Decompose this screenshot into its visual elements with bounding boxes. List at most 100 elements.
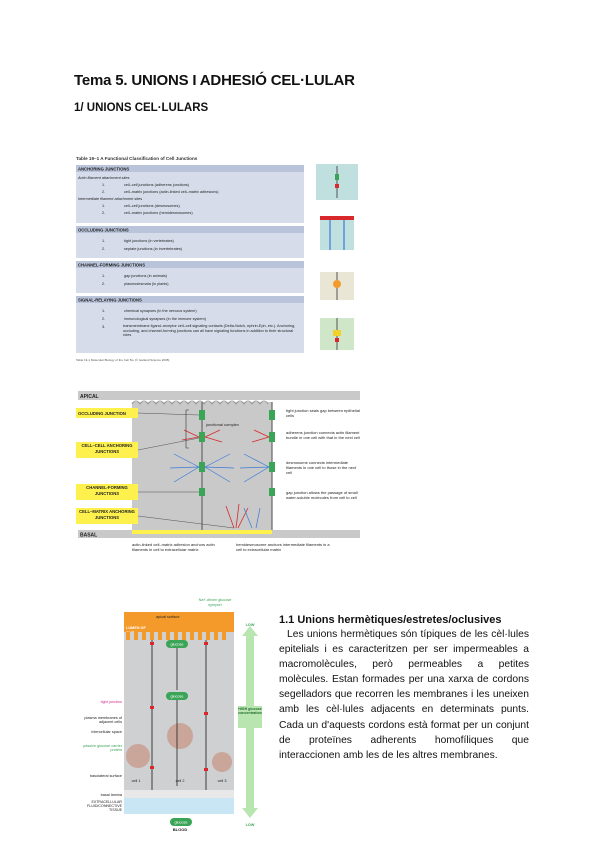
item-num: 1. (102, 239, 105, 243)
junctional-complex-wrap: junctional complex (206, 422, 246, 440)
extracellular-fluid (124, 798, 234, 814)
page-title: Tema 5. UNIONS I ADHESIÓ CEL·LULAR (74, 72, 355, 89)
item-text: chemical synapses (in the nervous system… (124, 309, 197, 313)
apical-bar (78, 391, 360, 400)
label-wrap: CELL–CELL ANCHORING JUNCTIONS (77, 443, 137, 459)
gap-junction (269, 488, 275, 496)
table-header: ANCHORING JUNCTIONS (78, 167, 129, 172)
label-apical-surface: apical surface (156, 615, 179, 619)
label-glucose: glucose (170, 695, 183, 699)
table-header: OCCLUDING JUNCTIONS (78, 228, 129, 233)
item-text: immunological synapses (in the immune sy… (124, 317, 207, 321)
thumb-seal (320, 216, 354, 220)
thumb-synapse (333, 330, 341, 336)
basal-label: BASAL (80, 533, 97, 539)
item-text: cell–cell junctions (desmosomes) (124, 204, 180, 208)
label-wrap: CHANNEL-FORMING JUNCTIONS (77, 485, 137, 501)
section-title: 1/ UNIONS CEL·LULARS (74, 102, 208, 114)
item-num: 1. (102, 183, 105, 187)
group-label: Intermediate filament attachment sites (78, 197, 142, 201)
label-wrap: desmosome connects intermediate filament… (286, 460, 362, 480)
table-body-bg (76, 268, 304, 293)
label-cell-3: cell 3 (218, 779, 227, 783)
label-tight: tight junction seals gap between epithel… (286, 408, 362, 418)
label-basal-lamina: basal lamina (101, 793, 123, 797)
gradient-arrow-head (242, 808, 258, 818)
label-cell-1: cell 1 (132, 779, 141, 783)
label-wrap: basolateral surface (74, 774, 122, 784)
nucleus (167, 723, 193, 749)
label-adherens: adherens junction connects actin filamen… (286, 430, 362, 440)
thumb-junction (335, 174, 339, 180)
item-text-wrap: transmembrane ligand–receptor cell–cell … (123, 324, 301, 354)
junctional-complex-label: junctional complex (206, 422, 246, 427)
thumbnails-svg (312, 160, 362, 360)
thumb-occluding (320, 218, 354, 250)
nucleus (126, 744, 150, 768)
label-tight-junction: tight junction (74, 700, 122, 704)
item-num: 2. (102, 247, 105, 251)
item-text: cell–matrix junctions (actin-linked cell… (124, 190, 219, 194)
label-wrap: HIGH glucose concentration (238, 707, 262, 729)
section-heading: 1.1 Unions hermètiques/estretes/oclusive… (279, 614, 502, 626)
label-hemidesmosome: hemidesmosome anchors intermediate filam… (236, 542, 332, 552)
table-footnote: Table 19-1 Molecular Biology of the Cell… (76, 358, 169, 362)
label-wrap: intercellular space (74, 730, 122, 740)
label-wrap: CELL–MATRIX ANCHORING JUNCTIONS (77, 509, 137, 525)
group-label: Actin filament attachment sites (77, 176, 130, 180)
item-text: transmembrane ligand–receptor cell–cell … (123, 324, 301, 338)
junction-classification-table: Table 19–1 A Functional Classification o… (74, 152, 304, 364)
tight-junction (199, 410, 205, 420)
junctions-svg: APICAL junctional complex (74, 388, 364, 568)
desmosome (199, 462, 205, 472)
label-channel: CHANNEL-FORMING JUNCTIONS (77, 485, 137, 496)
label-occluding: OCCLUDING JUNCTION (78, 411, 126, 416)
right-labels: tight junction seals gap between epithel… (286, 408, 362, 514)
item-text: plasmodesmata (in plants) (124, 282, 169, 286)
section-paragraph: Les unions hermètiques són típiques de l… (279, 627, 529, 763)
basal-lamina (132, 530, 272, 534)
item-num: 1. (102, 309, 105, 313)
label-wrap: Na+-driven glucose symport (192, 598, 238, 612)
glucose-transport-figure: Na+-driven glucose symport apical surfac… (74, 596, 264, 832)
thumb-synapse (335, 338, 339, 342)
table-body-bg (76, 233, 304, 258)
table-header: SIGNAL-RELAYING JUNCTIONS (78, 298, 142, 303)
item-text: cell–matrix junctions (hemidesmosomes) (124, 211, 193, 215)
tight-junction (269, 410, 275, 420)
label-high: HIGH glucose concentration (238, 707, 262, 715)
item-text: septate junctions (in invertebrates) (124, 247, 183, 251)
label-symport: Na+-driven glucose symport (192, 598, 238, 607)
label-gap: gap junction allows the passage of small… (286, 490, 362, 500)
label-wrap: tight junction seals gap between epithel… (286, 408, 362, 424)
label-plasma-membranes: plasma membranes of adjacent cells (74, 716, 122, 725)
thumb-gap (333, 280, 341, 288)
item-text: gap junctions (in animals) (124, 274, 168, 278)
item-num: 2. (102, 211, 105, 215)
label-basolateral: basolateral surface (74, 774, 122, 778)
apical-label: APICAL (80, 394, 99, 400)
table-svg: Table 19–1 A Functional Classification o… (74, 152, 304, 364)
label-passive-carrier: passive glucose carrier protein (74, 744, 122, 753)
thumb-junction (335, 184, 339, 188)
gradient-arrow-head (242, 626, 258, 636)
glucose-svg: Na+-driven glucose symport apical surfac… (74, 596, 264, 832)
nucleus (212, 752, 232, 772)
junction-thumbnails (312, 160, 362, 360)
label-wrap: adherens junction connects actin filamen… (286, 430, 362, 450)
epithelial-junctions-figure: APICAL junctional complex (74, 388, 364, 568)
label-wrap: passive glucose carrier protein (74, 744, 122, 760)
label-cell-2: cell 2 (176, 779, 185, 783)
label-glucose: glucose (174, 821, 187, 825)
item-text: tight junctions (in vertebrates) (124, 239, 175, 243)
label-wrap: gap junction allows the passage of small… (286, 490, 362, 514)
item-text: cell–cell junctions (adherens junctions) (124, 183, 190, 187)
adherens-junction (269, 432, 275, 442)
table-header: CHANNEL-FORMING JUNCTIONS (78, 263, 145, 268)
label-wrap: tight junction (74, 700, 122, 710)
label-wrap: actin-linked cell–matrix adhesion anchor… (132, 542, 222, 564)
label-actin-adhesion: actin-linked cell–matrix adhesion anchor… (132, 542, 222, 552)
desmosome (269, 462, 275, 472)
label-glucose: glucose (170, 643, 183, 647)
label-low-bottom: LOW (246, 823, 255, 827)
